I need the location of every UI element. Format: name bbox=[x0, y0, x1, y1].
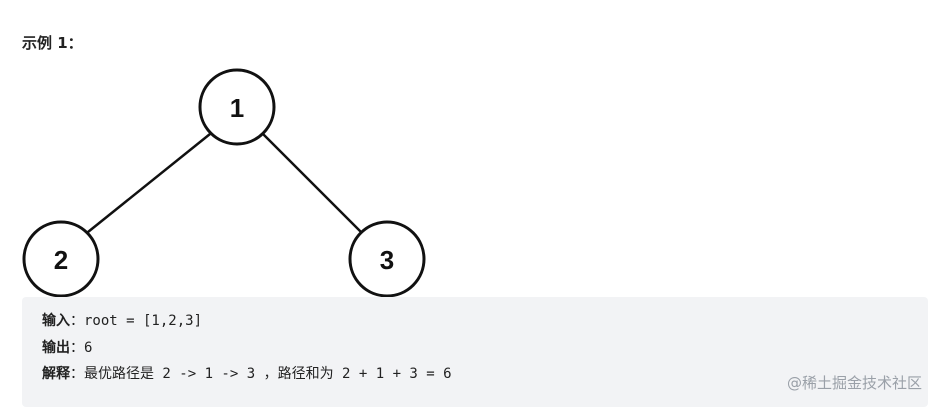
explain-code-2: 2 + 1 + 3 = 6 bbox=[333, 366, 452, 382]
tree-node-2-label: 2 bbox=[54, 245, 68, 275]
input-label: 输入 bbox=[42, 313, 70, 329]
explain-text-1: 最优路径是 bbox=[84, 366, 154, 382]
explain-label: 解释 bbox=[42, 366, 70, 382]
explain-colon: ： bbox=[70, 366, 84, 382]
watermark: @稀土掘金技术社区 bbox=[786, 374, 922, 392]
input-colon: ： bbox=[70, 313, 84, 329]
tree-node-3-label: 3 bbox=[380, 245, 394, 275]
binary-tree-diagram: 1 2 3 bbox=[22, 68, 426, 298]
explain-line: 解释：最优路径是 2 -> 1 -> 3 ，路径和为 2 + 1 + 3 = 6 bbox=[42, 365, 452, 383]
tree-node-1: 1 bbox=[198, 68, 276, 146]
output-line: 输出：6 bbox=[42, 339, 92, 357]
output-label: 输出 bbox=[42, 340, 70, 356]
example-code-block: 输入：root = [1,2,3] 输出：6 解释：最优路径是 2 -> 1 -… bbox=[22, 297, 928, 407]
explain-text-2: ，路径和为 bbox=[263, 366, 334, 382]
output-colon: ： bbox=[70, 340, 84, 356]
input-line: 输入：root = [1,2,3] bbox=[42, 312, 202, 330]
tree-node-2: 2 bbox=[22, 220, 100, 298]
tree-node-3: 3 bbox=[348, 220, 426, 298]
output-value: 6 bbox=[84, 340, 93, 356]
example-heading: 示例 1： bbox=[22, 34, 83, 52]
edge-root-right bbox=[262, 133, 362, 233]
explain-code-1: 2 -> 1 -> 3 bbox=[154, 366, 264, 382]
input-value: root = [1,2,3] bbox=[84, 313, 203, 329]
edge-root-left bbox=[87, 133, 211, 233]
tree-node-1-label: 1 bbox=[230, 93, 244, 123]
